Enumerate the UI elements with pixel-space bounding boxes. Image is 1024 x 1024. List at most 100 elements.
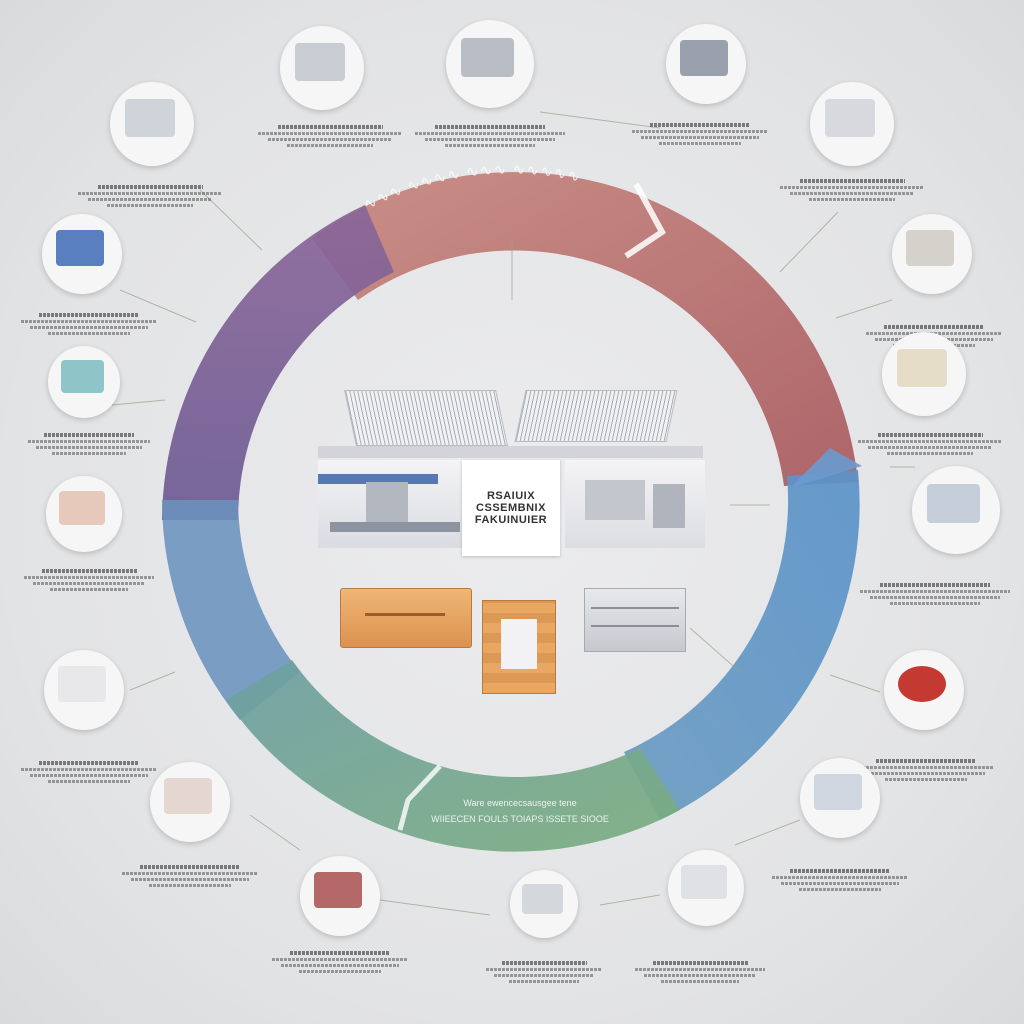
photo-thumbnail-6 [42,214,122,294]
caption-line-scribble [445,144,535,147]
photo-subject [294,42,346,81]
caption-line-scribble [887,452,973,455]
caption-line-scribble [799,888,881,891]
ring-bottom-caption: Ware ewencecsausgee tene WIIEECEN FOULS … [420,798,620,824]
arrow-top-right [624,182,666,259]
ring-segment-green [226,660,680,852]
photo-subject [898,666,946,702]
caption-line-scribble [425,138,555,141]
center-title-line2: CSSEMBNIX [476,502,546,514]
photo-thumbnail-11 [912,466,1000,554]
caption-line-scribble [659,142,741,145]
caption-line-scribble [870,596,1000,599]
caption-line-scribble [24,576,154,579]
arrow-bottom-left [397,764,442,831]
grid-panel-left [344,390,508,446]
caption-heading-scribble [140,865,240,869]
caption-line-scribble [258,132,402,135]
caption-line-scribble [857,766,995,769]
caption-line-scribble [130,878,250,881]
caption-heading-scribble [290,951,390,955]
center-title-line1: RSAIUIX [486,490,536,502]
center-title-card: RSAIUIX CSSEMBNIX FAKUINUIER [462,460,560,556]
ring-bottom-caption-line2: WIIEECEN FOULS TOIAPS ISSETE SIOOE [431,814,609,824]
photo-thumbnail-12 [44,650,124,730]
caption-line-scribble [149,884,231,887]
caption-heading-scribble [41,569,137,573]
ring-segment-blue [624,470,860,820]
caption-line-scribble [858,440,1002,443]
center-title-line3: FAKUINUIER [474,514,548,526]
caption-line-scribble [271,958,409,961]
caption-heading-scribble [44,433,134,437]
photo-subject [56,230,104,266]
photo-thumbnail-9 [882,332,966,416]
photo-thumbnail-17 [510,870,578,938]
caption-line-scribble [20,320,158,323]
photo-thumbnail-4 [110,82,194,166]
photo-subject [59,491,105,526]
caption-line-scribble [107,204,193,207]
photo-subject [896,348,948,387]
photo-caption-12 [4,758,174,786]
caption-line-scribble [867,446,993,449]
photo-thumbnail-1 [280,26,364,110]
machine-right [565,460,705,548]
arrow-right [790,448,862,488]
caption-line-scribble [48,780,130,783]
photo-subject [814,774,862,810]
photo-subject [521,883,563,915]
photo-thumbnail-3 [666,24,746,104]
caption-heading-scribble [501,961,587,965]
caption-line-scribble [287,144,373,147]
photo-caption-9 [845,430,1015,458]
photo-caption-10 [4,566,174,594]
caption-heading-scribble [97,185,203,189]
caption-heading-scribble [884,325,984,329]
ring-bottom-caption-line1: Ware ewencecsausgee tene [463,798,577,808]
photo-caption-16 [255,948,425,976]
caption-line-scribble [509,980,579,983]
caption-line-scribble [299,970,381,973]
caption-line-scribble [860,590,1010,593]
caption-heading-scribble [435,125,545,129]
caption-heading-scribble [877,433,983,437]
caption-line-scribble [780,186,924,189]
caption-line-scribble [890,602,980,605]
photo-thumbnail-2 [446,20,534,108]
photo-subject [58,666,106,702]
photo-subject [906,230,954,266]
photo-subject [461,37,515,78]
photo-caption-2 [405,122,575,150]
photo-caption-8 [4,430,174,458]
photo-caption-3 [615,120,785,148]
photo-caption-18 [615,958,785,986]
caption-line-scribble [789,192,915,195]
photo-thumbnail-10 [46,476,122,552]
photo-subject [824,98,876,137]
photo-thumbnail-7 [892,214,972,294]
cabinet-wood-tall [482,600,556,694]
caption-line-scribble [35,446,143,449]
caption-line-scribble [52,452,126,455]
center-illustration [310,388,710,698]
caption-heading-scribble [39,761,139,765]
photo-thumbnail-15 [800,758,880,838]
caption-line-scribble [78,192,222,195]
photo-thumbnail-16 [300,856,380,936]
caption-line-scribble [29,774,149,777]
caption-line-scribble [415,132,565,135]
photo-subject [124,98,176,137]
caption-line-scribble [885,778,967,781]
caption-line-scribble [48,332,130,335]
grid-panel-right [514,390,678,442]
ring-segment-purple [162,205,394,520]
photo-caption-4 [65,182,235,210]
photo-subject [314,872,362,908]
caption-heading-scribble [39,313,139,317]
photo-caption-15 [755,866,925,894]
caption-heading-scribble [652,961,748,965]
photo-caption-11 [850,580,1020,608]
caption-line-scribble [27,440,151,443]
